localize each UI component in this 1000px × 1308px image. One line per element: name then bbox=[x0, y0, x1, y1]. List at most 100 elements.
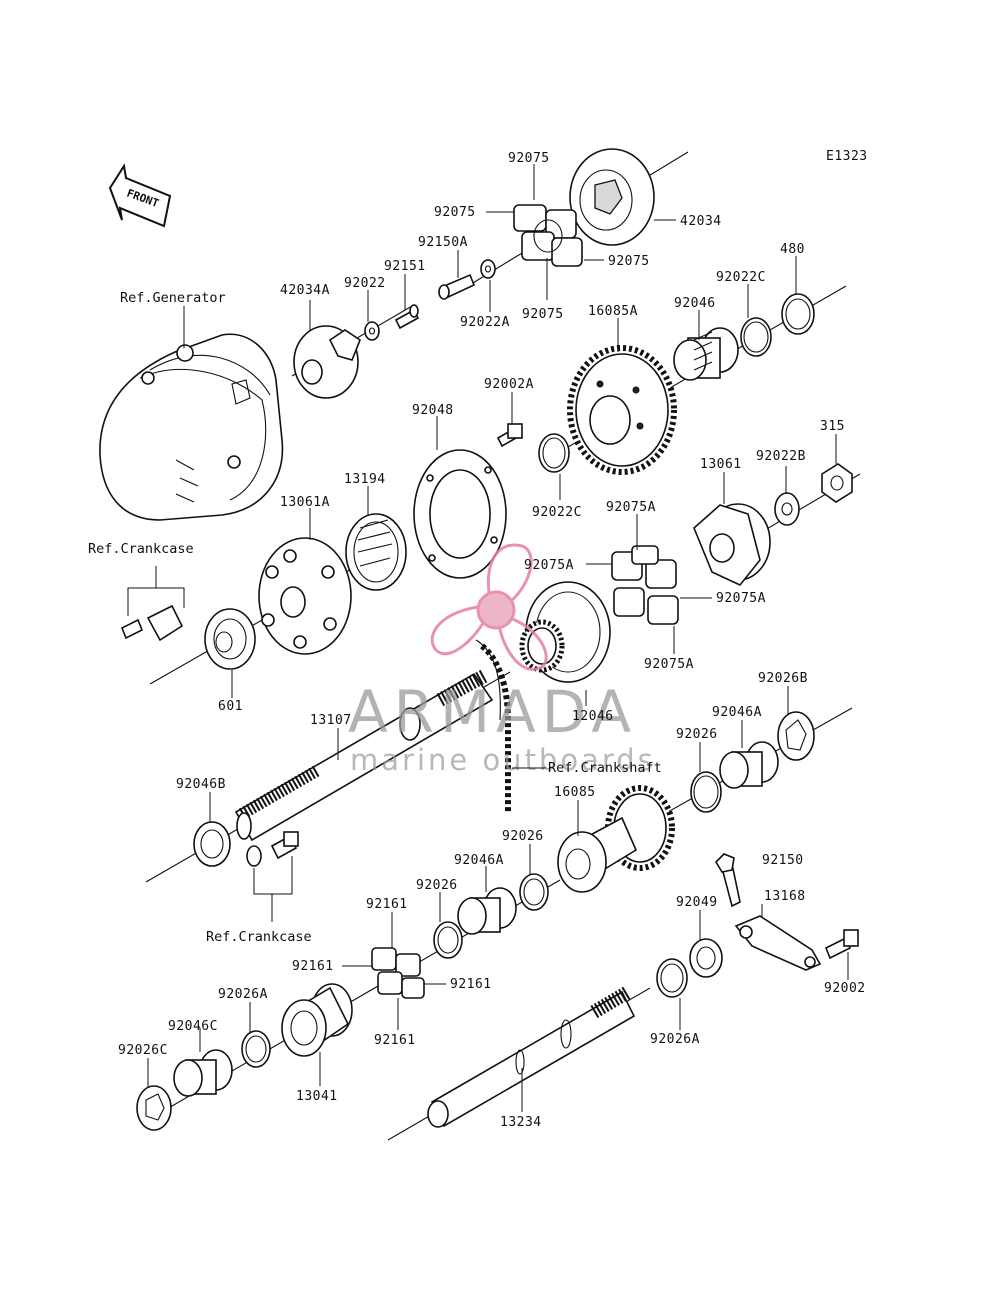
bolt-92150 bbox=[714, 853, 741, 908]
bearing-13194 bbox=[345, 513, 407, 591]
generator-cover bbox=[99, 333, 284, 521]
ref-crankcase: Ref.Crankcase bbox=[206, 929, 312, 945]
label-92161: 92161 bbox=[292, 959, 334, 974]
part-labels: 92075 92075 42034 92075 92150A 92075 920… bbox=[88, 151, 866, 1130]
damper-housing-42034 bbox=[569, 148, 655, 246]
label-92026: 92026 bbox=[502, 829, 544, 844]
label-92026A: 92026A bbox=[650, 1032, 700, 1047]
ring-92026B bbox=[777, 711, 815, 761]
needle-bearing-92046 bbox=[673, 327, 739, 381]
damper-rubber-92161 bbox=[371, 947, 425, 999]
label-92075: 92075 bbox=[434, 205, 476, 220]
bearing-92046A-mid bbox=[457, 887, 517, 935]
label-16085A: 16085A bbox=[588, 304, 638, 319]
crankcase-plate bbox=[120, 604, 184, 642]
label-92161: 92161 bbox=[374, 1033, 416, 1048]
label-92002: 92002 bbox=[824, 981, 866, 996]
label-92046C: 92046C bbox=[168, 1019, 218, 1034]
label-92026B: 92026B bbox=[758, 671, 808, 686]
washer-92022A bbox=[480, 259, 496, 279]
label-92022: 92022 bbox=[344, 276, 386, 291]
label-13041: 13041 bbox=[296, 1089, 338, 1104]
label-92046B: 92046B bbox=[176, 777, 226, 792]
ref-crankcase: Ref.Crankcase bbox=[88, 541, 194, 557]
crank-chain bbox=[475, 639, 511, 812]
label-92046A: 92046A bbox=[454, 853, 504, 868]
label-13168: 13168 bbox=[764, 889, 806, 904]
label-92075: 92075 bbox=[522, 307, 564, 322]
ref-generator: Ref.Generator bbox=[120, 290, 226, 306]
front-arrow-icon: FRONT bbox=[108, 163, 172, 228]
watermark-tagline: marine outboards bbox=[350, 743, 656, 777]
shaft-13107 bbox=[234, 669, 494, 842]
bearing-92046C bbox=[173, 1049, 233, 1097]
bolt-92150A bbox=[438, 273, 476, 300]
flange-13061A bbox=[258, 537, 352, 655]
label-12046: 12046 bbox=[572, 709, 614, 724]
damper-rubber-92075 bbox=[513, 204, 583, 267]
shaft-13234 bbox=[427, 985, 636, 1128]
damper-rubber-92075A bbox=[611, 545, 679, 625]
label-92075A: 92075A bbox=[524, 558, 574, 573]
label-92151: 92151 bbox=[384, 259, 426, 274]
label-92161: 92161 bbox=[366, 897, 408, 912]
washer-crankcase bbox=[246, 845, 262, 867]
bearing-92046A-right bbox=[719, 741, 779, 789]
hub-13061 bbox=[693, 503, 771, 586]
label-92075: 92075 bbox=[508, 151, 550, 166]
hub-42034A bbox=[293, 325, 361, 399]
bolt-92002 bbox=[824, 929, 859, 960]
label-92026: 92026 bbox=[676, 727, 718, 742]
washer-92022B bbox=[774, 492, 800, 526]
label-92150A: 92150A bbox=[418, 235, 468, 250]
bolt-crankcase bbox=[270, 831, 299, 860]
label-92026A: 92026A bbox=[218, 987, 268, 1002]
watermark-brand: ARMADA bbox=[348, 678, 637, 746]
diagram-code: E1323 bbox=[826, 149, 868, 164]
label-92026: 92026 bbox=[416, 878, 458, 893]
ring-92026C bbox=[136, 1085, 172, 1131]
nut-315 bbox=[821, 463, 853, 503]
label-92022C: 92022C bbox=[716, 270, 766, 285]
ref-crankshaft: Ref.Crankshaft bbox=[548, 760, 662, 776]
ring-92022C bbox=[740, 317, 772, 357]
leader-lines bbox=[147, 164, 849, 1112]
label-42034: 42034 bbox=[680, 214, 722, 229]
label-92022B: 92022B bbox=[756, 449, 806, 464]
label-13194: 13194 bbox=[344, 472, 386, 487]
lever-13168 bbox=[734, 915, 822, 971]
label-13234: 13234 bbox=[500, 1115, 542, 1130]
label-92048: 92048 bbox=[412, 403, 454, 418]
label-480: 480 bbox=[780, 242, 805, 257]
plate-92048 bbox=[413, 449, 507, 579]
label-92046A: 92046A bbox=[712, 705, 762, 720]
circlip-480 bbox=[781, 293, 815, 335]
gear-16085 bbox=[557, 785, 675, 893]
label-92049: 92049 bbox=[676, 895, 718, 910]
washer-92022 bbox=[364, 321, 380, 341]
label-13061A: 13061A bbox=[280, 495, 330, 510]
ring-92022C-mid bbox=[538, 433, 570, 473]
ball-bearing-601 bbox=[204, 608, 256, 670]
label-13107: 13107 bbox=[310, 713, 352, 728]
gear-16085A bbox=[567, 345, 677, 475]
label-92022A: 92022A bbox=[460, 315, 510, 330]
label-92022C: 92022C bbox=[532, 505, 582, 520]
label-92046: 92046 bbox=[674, 296, 716, 311]
hub-13041 bbox=[281, 983, 353, 1057]
label-92026C: 92026C bbox=[118, 1043, 168, 1058]
label-92075A: 92075A bbox=[716, 591, 766, 606]
ring-92026-right bbox=[690, 771, 722, 813]
label-92075A: 92075A bbox=[644, 657, 694, 672]
label-92075: 92075 bbox=[608, 254, 650, 269]
label-13061: 13061 bbox=[700, 457, 742, 472]
bolt-92151 bbox=[394, 304, 420, 330]
bolt-92002A bbox=[496, 423, 523, 448]
label-315: 315 bbox=[820, 419, 845, 434]
label-92002A: 92002A bbox=[484, 377, 534, 392]
label-92161: 92161 bbox=[450, 977, 492, 992]
sprocket-12046 bbox=[519, 581, 611, 683]
bearing-92046B bbox=[193, 821, 231, 867]
label-92150: 92150 bbox=[762, 853, 804, 868]
